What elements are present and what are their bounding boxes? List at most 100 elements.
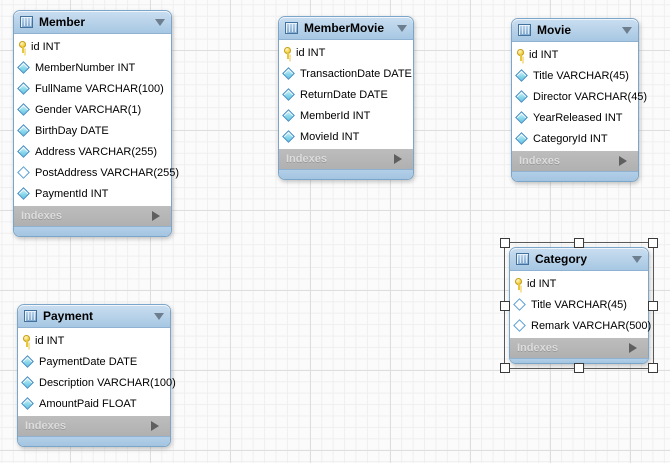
not-null-column-icon [282,88,295,101]
indexes-bar[interactable]: Indexes [14,206,171,226]
indexes-label: Indexes [25,420,145,432]
expand-arrow-icon[interactable] [152,211,160,221]
table-icon [516,253,529,265]
column-row[interactable]: FullName VARCHAR(100) [14,78,171,99]
not-null-column-icon [515,69,528,82]
collapse-arrow-icon[interactable] [632,256,642,263]
column-row[interactable]: id INT [512,44,638,65]
selection-handle-top-right[interactable] [648,238,658,248]
not-null-column-icon [17,124,30,137]
table-membermovie[interactable]: MemberMovie id INT TransactionDate DATE … [278,16,414,180]
table-footer [512,171,638,181]
expand-arrow-icon[interactable] [394,154,402,164]
column-label: MemberNumber INT [35,62,135,74]
column-label: id INT [529,49,558,61]
table-category-header[interactable]: Category [510,248,648,271]
column-row[interactable]: Remark VARCHAR(500) [510,315,648,336]
table-footer [18,436,170,446]
nullable-column-icon [513,319,526,332]
collapse-arrow-icon[interactable] [622,27,632,34]
column-row[interactable]: CategoryId INT [512,128,638,149]
column-list: id INT Title VARCHAR(45) Director VARCHA… [512,42,638,151]
column-row[interactable]: id INT [510,273,648,294]
column-row[interactable]: PostAddress VARCHAR(255) [14,162,171,183]
table-member-header[interactable]: Member [14,11,171,34]
column-label: MovieId INT [300,131,359,143]
expand-arrow-icon[interactable] [151,421,159,431]
column-row[interactable]: PaymentDate DATE [18,351,170,372]
column-row[interactable]: MemberNumber INT [14,57,171,78]
table-payment[interactable]: Payment id INT PaymentDate DATE Descript… [17,304,171,447]
table-title: Movie [537,23,616,37]
selection-handle-bottom-left[interactable] [500,363,510,373]
column-label: AmountPaid FLOAT [39,398,137,410]
column-label: Gender VARCHAR(1) [35,104,141,116]
expand-arrow-icon[interactable] [629,343,637,353]
column-row[interactable]: ReturnDate DATE [279,84,413,105]
column-row[interactable]: MovieId INT [279,126,413,147]
indexes-bar[interactable]: Indexes [18,416,170,436]
column-row[interactable]: TransactionDate DATE [279,63,413,84]
column-label: CategoryId INT [533,133,608,145]
column-row[interactable]: Description VARCHAR(100) [18,372,170,393]
column-label: PaymentId INT [35,188,108,200]
column-label: id INT [35,335,64,347]
nullable-column-icon [17,166,30,179]
table-footer [14,226,171,236]
column-label: ReturnDate DATE [300,89,388,101]
selection-handle-bottom-center[interactable] [574,363,584,373]
table-member[interactable]: Member id INT MemberNumber INT FullName … [13,10,172,237]
column-row[interactable]: BirthDay DATE [14,120,171,141]
collapse-arrow-icon[interactable] [154,313,164,320]
primary-key-icon [283,46,292,59]
table-movie[interactable]: Movie id INT Title VARCHAR(45) Director … [511,18,639,182]
column-row[interactable]: Address VARCHAR(255) [14,141,171,162]
selection-handle-mid-right[interactable] [648,301,658,311]
column-row[interactable]: YearReleased INT [512,107,638,128]
column-label: id INT [31,41,60,53]
selection-handle-top-center[interactable] [574,238,584,248]
selection-handle-top-left[interactable] [500,238,510,248]
table-movie-header[interactable]: Movie [512,19,638,42]
selection-handle-bottom-right[interactable] [648,363,658,373]
table-payment-header[interactable]: Payment [18,305,170,328]
not-null-column-icon [21,355,34,368]
column-row[interactable]: id INT [279,42,413,63]
not-null-column-icon [17,61,30,74]
column-row[interactable]: PaymentId INT [14,183,171,204]
column-list: id INT MemberNumber INT FullName VARCHAR… [14,34,171,206]
indexes-bar[interactable]: Indexes [279,149,413,169]
column-row[interactable]: id INT [14,36,171,57]
column-row[interactable]: id INT [18,330,170,351]
indexes-label: Indexes [286,153,388,165]
collapse-arrow-icon[interactable] [397,25,407,32]
not-null-column-icon [21,376,34,389]
column-row[interactable]: MemberId INT [279,105,413,126]
not-null-column-icon [21,397,34,410]
selection-handle-mid-left[interactable] [500,301,510,311]
column-label: Title VARCHAR(45) [533,70,629,82]
column-row[interactable]: Gender VARCHAR(1) [14,99,171,120]
not-null-column-icon [17,103,30,116]
indexes-bar[interactable]: Indexes [510,338,648,358]
indexes-bar[interactable]: Indexes [512,151,638,171]
column-list: id INT Title VARCHAR(45) Remark VARCHAR(… [510,271,648,338]
table-icon [285,22,298,34]
indexes-label: Indexes [519,155,613,167]
column-row[interactable]: AmountPaid FLOAT [18,393,170,414]
table-title: Category [535,252,626,266]
collapse-arrow-icon[interactable] [155,19,165,26]
column-row[interactable]: Title VARCHAR(45) [510,294,648,315]
table-title: MemberMovie [304,21,391,35]
column-row[interactable]: Director VARCHAR(45) [512,86,638,107]
column-label: Address VARCHAR(255) [35,146,157,158]
column-row[interactable]: Title VARCHAR(45) [512,65,638,86]
indexes-label: Indexes [21,210,146,222]
expand-arrow-icon[interactable] [619,156,627,166]
column-label: Remark VARCHAR(500) [531,320,651,332]
table-membermovie-header[interactable]: MemberMovie [279,17,413,40]
table-footer [279,169,413,179]
column-label: Description VARCHAR(100) [39,377,176,389]
table-category[interactable]: Category id INT Title VARCHAR(45) Remark… [509,247,649,364]
